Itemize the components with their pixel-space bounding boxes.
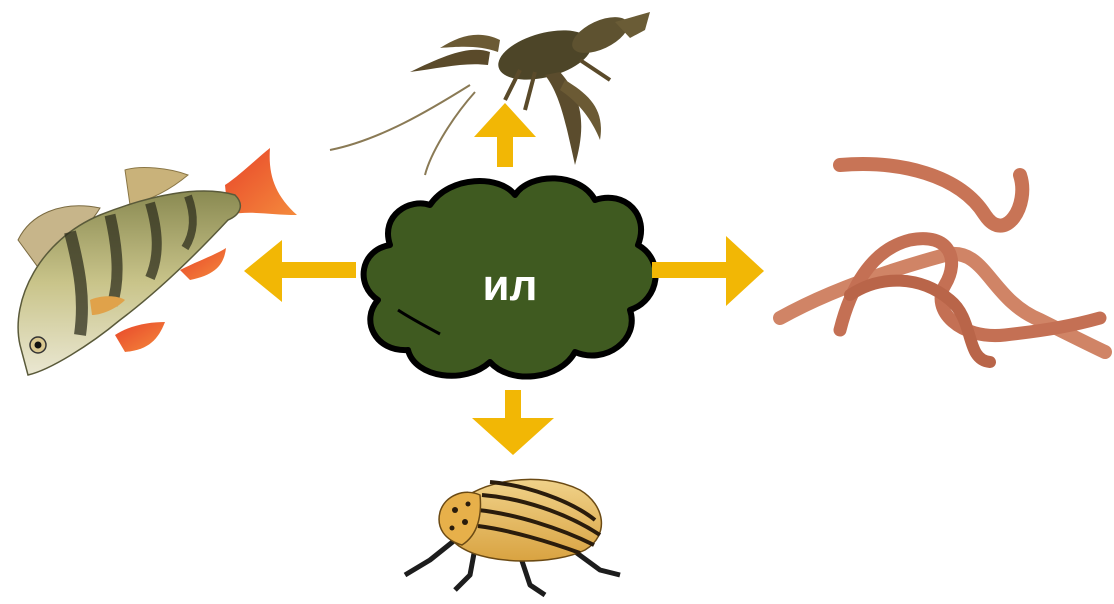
center-label: ил bbox=[483, 261, 538, 310]
arrow-down bbox=[472, 390, 554, 455]
beetle-icon bbox=[405, 479, 620, 595]
arrow-right bbox=[652, 236, 764, 306]
arrow-left bbox=[244, 240, 356, 302]
fish-icon bbox=[18, 148, 297, 375]
crayfish-icon bbox=[330, 10, 650, 175]
arrow-up bbox=[474, 103, 536, 167]
worm-icon bbox=[780, 164, 1105, 362]
silt-cloud: ил bbox=[364, 178, 656, 376]
